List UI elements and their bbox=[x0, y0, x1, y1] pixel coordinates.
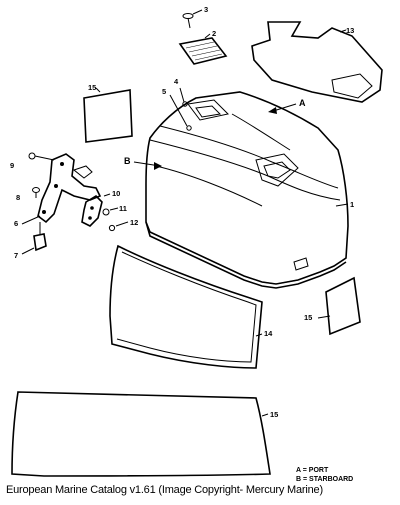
callout-8: 8 bbox=[16, 193, 20, 202]
part-13-top-decal bbox=[251, 21, 383, 103]
part-12-nut bbox=[108, 224, 116, 232]
latch-bracket bbox=[37, 153, 102, 224]
leader-15b bbox=[317, 315, 331, 319]
callout-15-left: 15 bbox=[88, 83, 96, 92]
part-9-bolt bbox=[28, 152, 55, 161]
arrow-a bbox=[268, 103, 297, 114]
copyright-footer: European Marine Catalog v1.61 (Image Cop… bbox=[6, 484, 323, 496]
leader-15a bbox=[95, 87, 101, 93]
legend-starboard: B = STARBOARD bbox=[296, 476, 353, 483]
callout-9: 9 bbox=[10, 161, 14, 170]
callout-15-bottom: 15 bbox=[270, 410, 278, 419]
part-2-vent-grille bbox=[178, 37, 228, 65]
part-15-decal-large bbox=[11, 391, 271, 477]
part-10-latch-hook bbox=[81, 194, 103, 227]
part-3-screw bbox=[182, 13, 194, 29]
part-11-washer bbox=[102, 208, 110, 216]
leader-7 bbox=[21, 247, 35, 255]
callout-2: 2 bbox=[212, 29, 216, 38]
callout-11: 11 bbox=[119, 204, 127, 213]
leader-15c bbox=[261, 413, 269, 417]
callout-15-right: 15 bbox=[304, 313, 312, 322]
callout-14: 14 bbox=[264, 329, 273, 338]
callout-5: 5 bbox=[162, 87, 166, 96]
leader-6 bbox=[21, 215, 41, 225]
callout-6: 6 bbox=[14, 219, 18, 228]
part-1-top-cowl bbox=[145, 91, 349, 289]
letter-b: B bbox=[124, 156, 131, 166]
leader-10 bbox=[103, 193, 111, 197]
part-7-knob bbox=[33, 222, 47, 252]
arrow-b bbox=[133, 161, 162, 170]
leader-11 bbox=[109, 207, 119, 211]
callout-3: 3 bbox=[204, 5, 208, 14]
callout-7: 7 bbox=[14, 251, 18, 260]
leader-14 bbox=[255, 333, 263, 337]
leader-1 bbox=[335, 203, 349, 207]
callout-1: 1 bbox=[350, 200, 354, 209]
part-15-decal-small-left bbox=[83, 89, 133, 143]
letter-a: A bbox=[299, 98, 306, 108]
legend-port: A = PORT bbox=[296, 467, 329, 474]
callout-10: 10 bbox=[112, 189, 120, 198]
part-14-side-decal bbox=[109, 244, 263, 369]
leader-3 bbox=[192, 9, 203, 15]
part-15-decal-small-right bbox=[325, 276, 361, 336]
callout-4: 4 bbox=[174, 77, 179, 86]
part-8-rivet bbox=[32, 187, 40, 198]
leader-13 bbox=[339, 29, 347, 33]
leader-2 bbox=[204, 33, 211, 39]
callout-13: 13 bbox=[346, 26, 354, 35]
part-5-fastener bbox=[169, 94, 192, 131]
leader-12 bbox=[115, 221, 129, 227]
callout-12: 12 bbox=[130, 218, 138, 227]
